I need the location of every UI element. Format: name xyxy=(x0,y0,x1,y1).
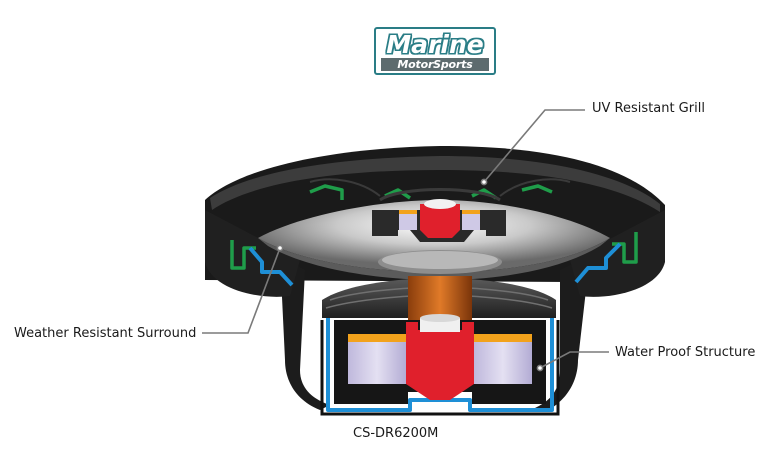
motor-structure xyxy=(320,276,560,416)
callout-line-water xyxy=(539,351,609,369)
model-number: CS-DR6200M xyxy=(353,426,439,441)
callout-lines xyxy=(202,109,609,372)
callout-line-grill xyxy=(483,109,585,183)
logo-text-motorsports: MotorSports xyxy=(381,58,489,71)
label-uv-resistant-grill: UV Resistant Grill xyxy=(592,101,705,116)
marine-motorsports-logo: Marine MotorSports xyxy=(374,27,496,75)
weather-resistant-surround xyxy=(248,242,622,287)
tweeter-assembly xyxy=(309,178,571,242)
label-water-proof-structure: Water Proof Structure xyxy=(615,345,756,360)
callout-line-surround xyxy=(202,247,281,334)
label-weather-resistant-surround: Weather Resistant Surround xyxy=(14,326,197,341)
logo-text-marine: Marine xyxy=(386,30,484,59)
